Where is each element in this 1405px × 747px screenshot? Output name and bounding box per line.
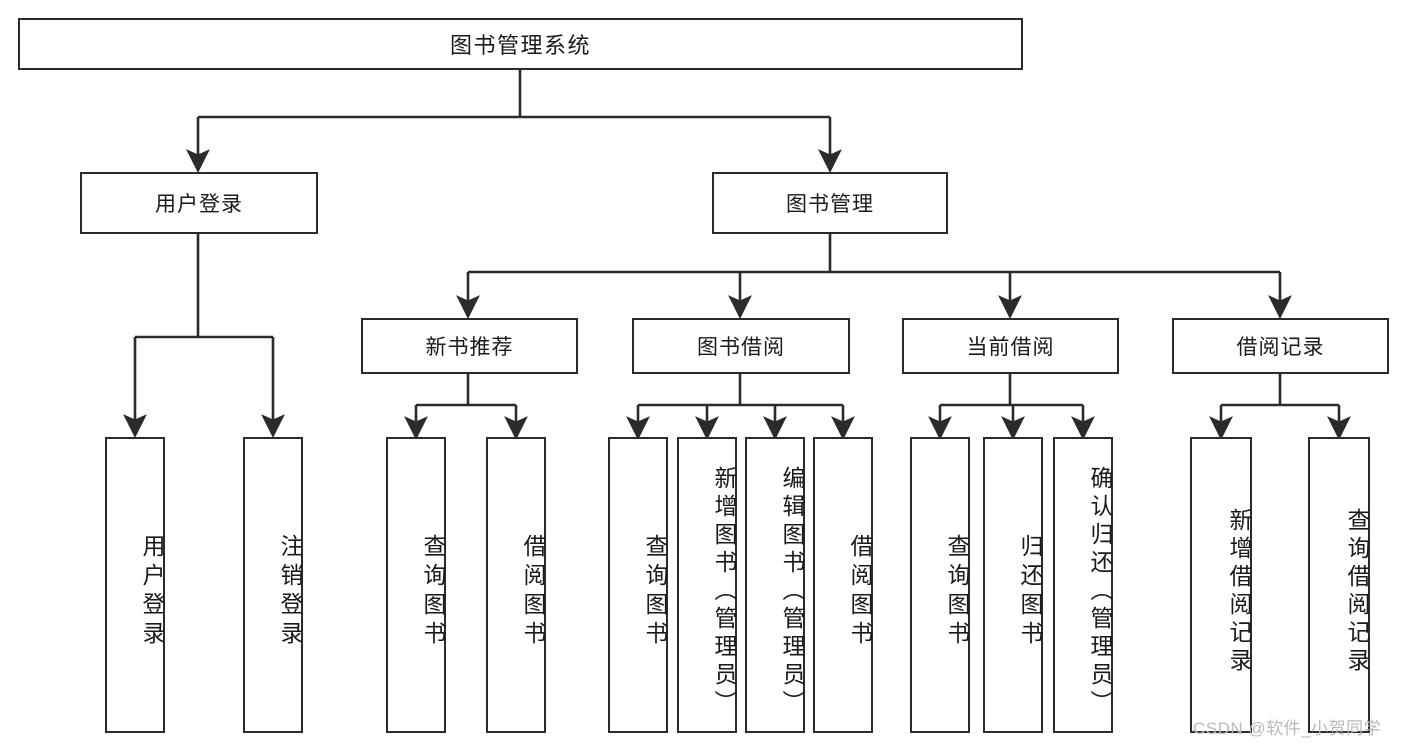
node-root-system[interactable]: 图书管理系统 — [18, 18, 1023, 70]
node-label: 图书借阅 — [697, 336, 785, 359]
leaf-confirm-return-admin[interactable]: 确认归还（管理员） — [1053, 437, 1113, 733]
node-label: 用户登录 — [155, 193, 243, 216]
leaf-borrow-book-rec[interactable]: 借阅图书 — [486, 437, 546, 733]
node-label: 图书管理 — [786, 193, 874, 216]
node-label: 借阅记录 — [1236, 336, 1325, 359]
node-label: 新增图书（管理员） — [711, 466, 737, 718]
leaf-return-book[interactable]: 归还图书 — [983, 437, 1043, 733]
node-label: 图书管理系统 — [449, 33, 591, 58]
node-label: 新增借阅记录 — [1226, 508, 1252, 676]
node-current-borrow[interactable]: 当前借阅 — [902, 318, 1119, 374]
leaf-query-book-current[interactable]: 查询图书 — [910, 437, 970, 733]
leaf-borrow-book[interactable]: 借阅图书 — [813, 437, 873, 733]
node-label: 用户登录 — [139, 534, 165, 650]
leaf-logout-login[interactable]: 注销登录 — [243, 437, 303, 733]
leaf-add-borrow-record[interactable]: 新增借阅记录 — [1190, 437, 1252, 733]
node-label: 新书推荐 — [425, 336, 514, 359]
leaf-query-book-rec[interactable]: 查询图书 — [386, 437, 446, 733]
leaf-query-borrow-record[interactable]: 查询借阅记录 — [1308, 437, 1370, 733]
node-label: 当前借阅 — [966, 336, 1055, 359]
leaf-query-book-borrow[interactable]: 查询图书 — [608, 437, 668, 733]
node-label: 编辑图书（管理员） — [779, 466, 805, 718]
node-label: 注销登录 — [277, 534, 303, 650]
node-book-management[interactable]: 图书管理 — [712, 172, 948, 234]
node-label: 查询图书 — [944, 534, 970, 650]
node-label: 确认归还（管理员） — [1087, 466, 1113, 718]
node-label: 查询图书 — [420, 534, 446, 650]
node-borrow-record[interactable]: 借阅记录 — [1172, 318, 1389, 374]
leaf-edit-book-admin[interactable]: 编辑图书（管理员） — [745, 437, 805, 733]
node-label: 查询借阅记录 — [1344, 508, 1370, 676]
leaf-add-book-admin[interactable]: 新增图书（管理员） — [677, 437, 737, 733]
node-label: 归还图书 — [1017, 534, 1043, 650]
node-new-book-recommend[interactable]: 新书推荐 — [361, 318, 578, 374]
node-book-borrow[interactable]: 图书借阅 — [632, 318, 850, 374]
node-user-login[interactable]: 用户登录 — [80, 172, 318, 234]
leaf-user-login[interactable]: 用户登录 — [105, 437, 165, 733]
csdn-watermark: CSDN @软件_小贺同学 — [1193, 719, 1382, 738]
node-label: 借阅图书 — [520, 534, 546, 650]
node-label: 借阅图书 — [847, 534, 873, 650]
node-label: 查询图书 — [642, 534, 668, 650]
